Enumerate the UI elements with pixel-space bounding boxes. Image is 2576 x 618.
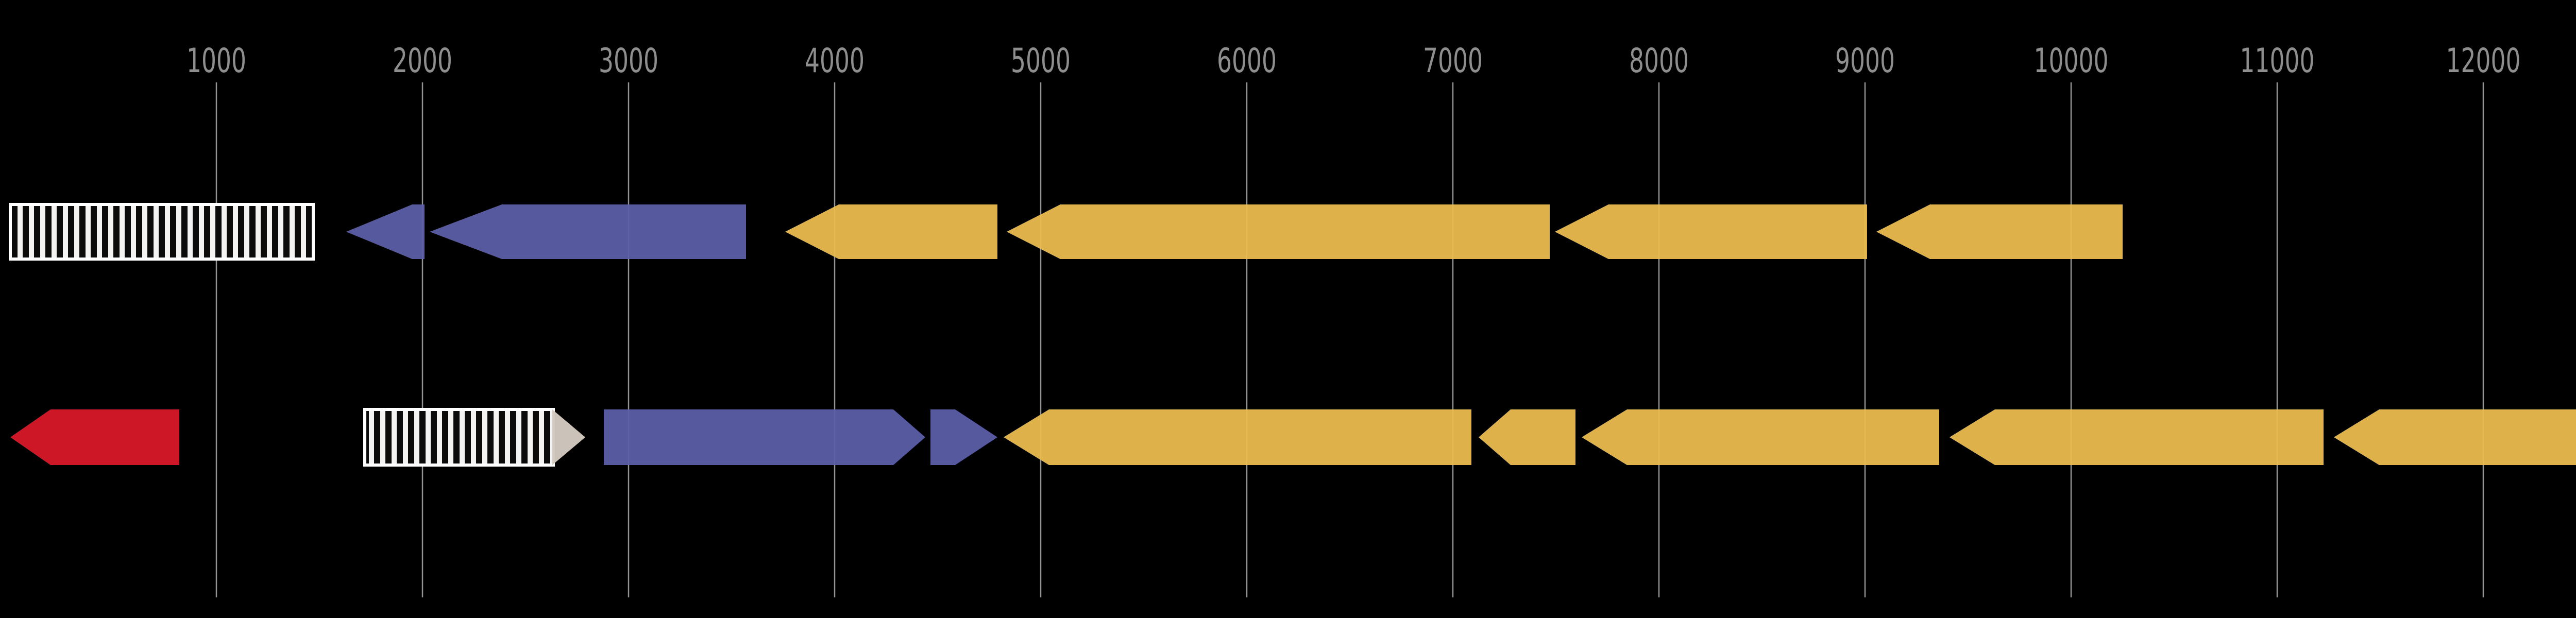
track-1 (9, 203, 2123, 261)
track-2 (10, 408, 2576, 467)
tick-label-10000: 10000 (2034, 42, 2109, 80)
tick-label-5000: 5000 (1011, 42, 1071, 80)
t1-gene-blue-small[interactable] (346, 204, 425, 259)
t2-gene-red[interactable] (10, 409, 179, 465)
t2-gene-yellow-2[interactable] (1479, 409, 1575, 465)
t2-gene-blue-large[interactable] (604, 409, 925, 465)
t2-hatched-arrow[interactable] (363, 408, 585, 467)
ruler-tick-labels: 1000 2000 3000 4000 5000 6000 7000 8000 9000 1000… (187, 42, 2521, 80)
tick-label-4000: 4000 (805, 42, 865, 80)
tick-label-1000: 1000 (187, 42, 246, 80)
tick-label-12000: 12000 (2446, 42, 2521, 80)
t1-gene-blue-large[interactable] (430, 204, 746, 259)
t2-gene-yellow-1[interactable] (1004, 409, 1471, 465)
t1-gene-yellow-1[interactable] (785, 204, 997, 259)
t2-hatched-arrow-head (552, 409, 585, 465)
t2-hatched-arrow-body (363, 408, 555, 467)
tick-label-11000: 11000 (2240, 42, 2315, 80)
tick-label-7000: 7000 (1423, 42, 1483, 80)
ruler-gridlines (215, 82, 2484, 597)
tick-label-6000: 6000 (1217, 42, 1277, 80)
t2-gene-yellow-3[interactable] (1582, 409, 1939, 465)
tick-label-8000: 8000 (1629, 42, 1689, 80)
t2-gene-blue-small[interactable] (930, 409, 997, 465)
t1-gene-yellow-3[interactable] (1555, 204, 1867, 259)
t1-gene-yellow-4[interactable] (1876, 204, 2123, 259)
t2-gene-yellow-4[interactable] (1950, 409, 2324, 465)
t1-gene-yellow-2[interactable] (1007, 204, 1550, 259)
tick-label-9000: 9000 (1835, 42, 1895, 80)
tick-label-2000: 2000 (393, 42, 452, 80)
tick-label-3000: 3000 (599, 42, 658, 80)
t1-hatched-region[interactable] (9, 203, 315, 261)
t2-gene-yellow-5[interactable] (2334, 409, 2576, 465)
